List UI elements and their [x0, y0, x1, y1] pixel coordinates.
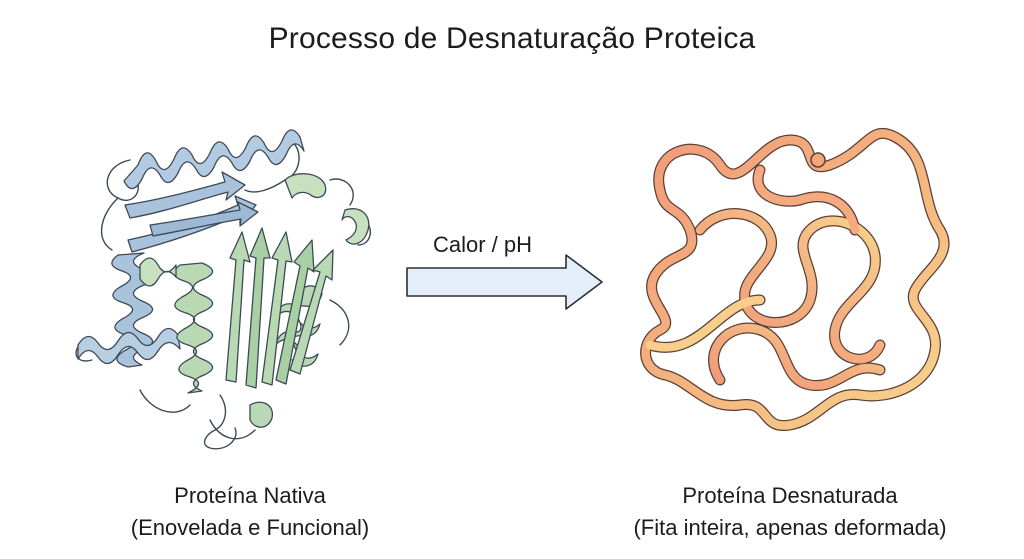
native-protein-illustration: [75, 129, 372, 450]
denatured-caption-subtitle: (Fita inteira, apenas deformada): [633, 515, 947, 540]
native-helix-green-left: [139, 257, 177, 287]
denatured-caption-name: Proteína Desnaturada: [682, 483, 898, 508]
native-green-loop: [284, 173, 370, 245]
native-green-bottom: [249, 401, 274, 428]
native-helix-bottom-left: [77, 327, 181, 365]
denatured-protein-illustration: [640, 127, 950, 432]
native-helix-middle: [173, 262, 214, 394]
native-caption-name: Proteína Nativa: [174, 483, 326, 508]
page-title: Processo de Desnaturação Proteica: [268, 22, 756, 55]
native-helix-top: [123, 129, 305, 190]
native-caption: Proteína Nativa (Enovelada e Funcional): [60, 480, 440, 544]
denatured-caption: Proteína Desnaturada (Fita inteira, apen…: [585, 480, 995, 544]
transition-arrow: [406, 254, 603, 310]
arrow-label: Calor / pH: [433, 232, 533, 257]
native-sheets-green: [225, 227, 334, 389]
native-sheets-blue: [124, 171, 259, 253]
native-caption-subtitle: (Enovelada e Funcional): [130, 515, 370, 540]
